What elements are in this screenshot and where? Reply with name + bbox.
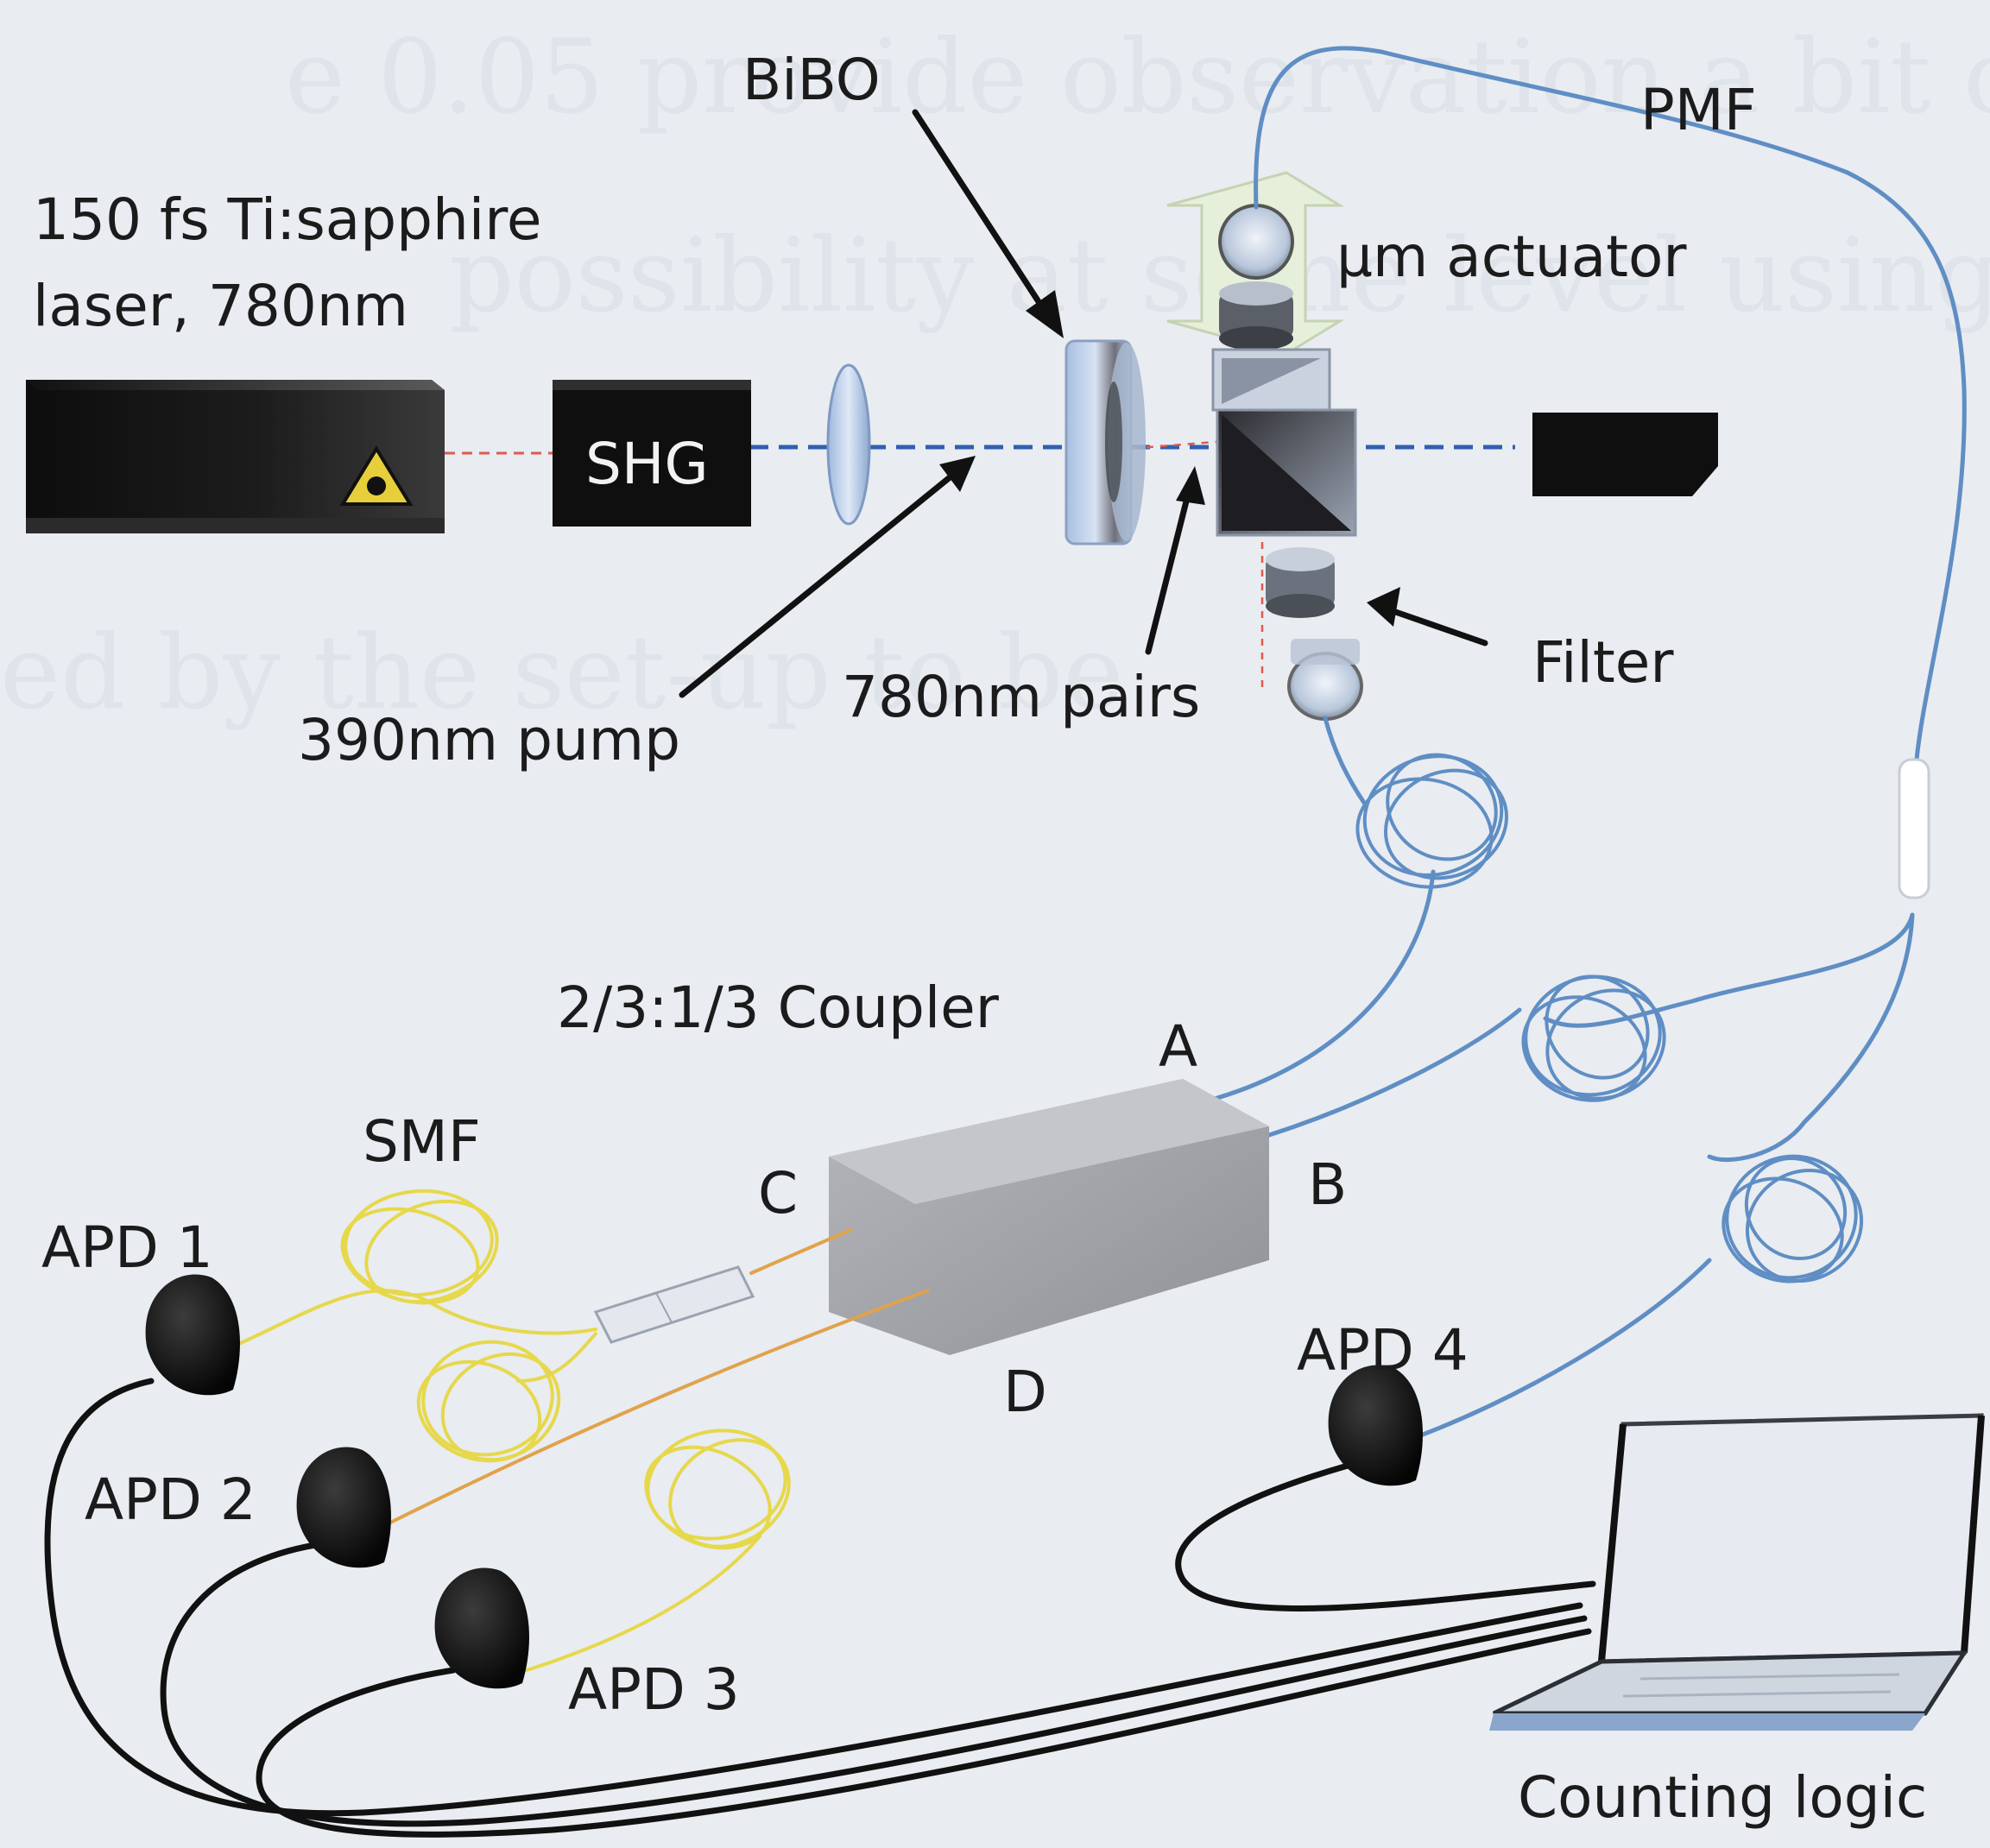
filter-pointer-arrow	[1386, 609, 1485, 643]
fiber-coil-apd4	[1709, 1138, 1883, 1303]
laser-label-line1: 150 fs Ti:sapphire	[33, 192, 542, 249]
filter-element	[1266, 547, 1335, 618]
fiber-coil-to-port-a	[1209, 872, 1433, 1101]
apd1-detector	[146, 1275, 240, 1396]
apd2-label: APD 2	[85, 1472, 256, 1529]
fiber-coil-b	[1509, 956, 1684, 1120]
port-c-label: C	[758, 1165, 798, 1222]
apd1-label: APD 1	[41, 1220, 213, 1277]
actuator-collimator-top	[1220, 205, 1292, 278]
apd2-detector	[297, 1447, 391, 1568]
coupler-label: 2/3:1/3 Coupler	[557, 980, 999, 1037]
pairs-pointer-arrow	[1148, 488, 1190, 652]
pump-label: 390nm pump	[298, 712, 680, 769]
fiber-collimator-to-coil	[1325, 718, 1364, 803]
fiber-coupler	[829, 1079, 1269, 1355]
fiber-coil-middle	[405, 1332, 578, 1480]
beam-dump	[1532, 413, 1718, 496]
apd4-label: APD 4	[1297, 1322, 1469, 1379]
port-b-label: B	[1308, 1157, 1347, 1214]
fiber-coil-lower	[629, 1419, 808, 1567]
actuator-label: µm actuator	[1336, 229, 1687, 286]
shg-label: SHG	[585, 436, 709, 493]
pairs-label: 780nm pairs	[842, 669, 1200, 726]
port-d-label: D	[1003, 1364, 1047, 1421]
pmf-fiber-to-b	[1545, 915, 1912, 1025]
pmf-fiber-to-apd4	[1709, 915, 1912, 1160]
fiber-coil-to-port-b	[1269, 1010, 1519, 1135]
focusing-lens	[828, 365, 869, 524]
filter-label: Filter	[1532, 634, 1673, 691]
bibo-pointer-arrow	[915, 112, 1049, 318]
bibo-arrowhead	[1026, 290, 1064, 338]
laptop-icon	[1489, 1416, 1981, 1731]
beam-splitter-prism	[1213, 350, 1355, 535]
port-a-label: A	[1159, 1019, 1197, 1075]
bibo-crystal	[1066, 341, 1146, 544]
fiber-to-apd1	[233, 1290, 596, 1347]
filter-arrowhead	[1367, 587, 1400, 627]
pmf-inline-component	[1899, 760, 1929, 898]
pairs-arrowhead	[1176, 466, 1205, 505]
bibo-label: BiBO	[742, 52, 881, 109]
fiber-to-apd3	[527, 1536, 760, 1670]
pmf-label: PMF	[1640, 82, 1757, 139]
laser-label-line2: laser, 780nm	[33, 278, 408, 335]
counting-logic-label: Counting logic	[1518, 1769, 1927, 1826]
fiber-coil-upper	[1349, 734, 1524, 898]
apd3-label: APD 3	[568, 1662, 740, 1719]
actuator-mount	[1219, 281, 1293, 350]
pump-arrowhead	[939, 456, 976, 492]
fiber-collimator-bottom	[1289, 639, 1361, 719]
smf-label: SMF	[363, 1113, 481, 1170]
fiber-connector-sleeve	[596, 1267, 753, 1342]
